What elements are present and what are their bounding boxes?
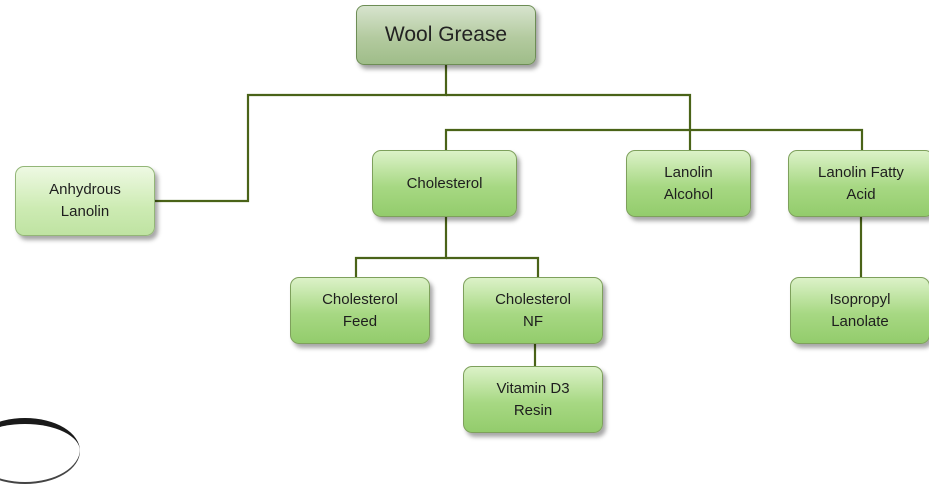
node-lanolin-alcohol: Lanolin Alcohol — [626, 150, 751, 217]
connector-branch-bus — [444, 128, 864, 150]
node-isopropyl-lanolate-label: Isopropyl Lanolate — [829, 290, 891, 330]
node-anhydrous-lanolin-label: Anhydrous Lanolin — [49, 181, 121, 220]
node-wool-grease: Wool Grease — [356, 5, 536, 65]
connector-cholesterol-to-children — [354, 217, 448, 277]
node-anhydrous-lanolin: Anhydrous Lanolin — [15, 166, 155, 236]
connector-root-to-anhydrous-lanolin — [154, 64, 448, 203]
node-vitamin-d3-resin: Vitamin D3 Resin — [463, 366, 603, 433]
node-cholesterol-nf: Cholesterol NF — [463, 277, 603, 344]
node-lanolin-alcohol-label: Lanolin Alcohol — [663, 163, 714, 203]
node-wool-grease-label: Wool Grease — [384, 23, 508, 46]
node-lanolin-fatty-acid: Lanolin Fatty Acid — [788, 150, 929, 217]
node-lanolin-fatty-acid-label: Lanolin Fatty Acid — [818, 163, 904, 203]
node-vitamin-d3-resin-label: Vitamin D3 Resin — [496, 379, 570, 419]
connector-root-to-branch-bus — [446, 93, 692, 130]
node-cholesterol: Cholesterol — [372, 150, 517, 217]
connector-lines — [154, 64, 864, 366]
node-cholesterol-feed: Cholesterol Feed — [290, 277, 430, 344]
node-isopropyl-lanolate: Isopropyl Lanolate — [790, 277, 929, 344]
node-cholesterol-feed-label: Cholesterol Feed — [322, 290, 398, 330]
wool-grease-flow-diagram: Wool Grease Anhydrous Lanolin Cholestero… — [0, 5, 929, 433]
decorative-corner-curve — [0, 418, 80, 484]
node-cholesterol-label: Cholesterol — [406, 174, 483, 192]
connector-cholesterol-to-nf — [446, 256, 540, 277]
node-cholesterol-nf-label: Cholesterol NF — [495, 290, 571, 330]
